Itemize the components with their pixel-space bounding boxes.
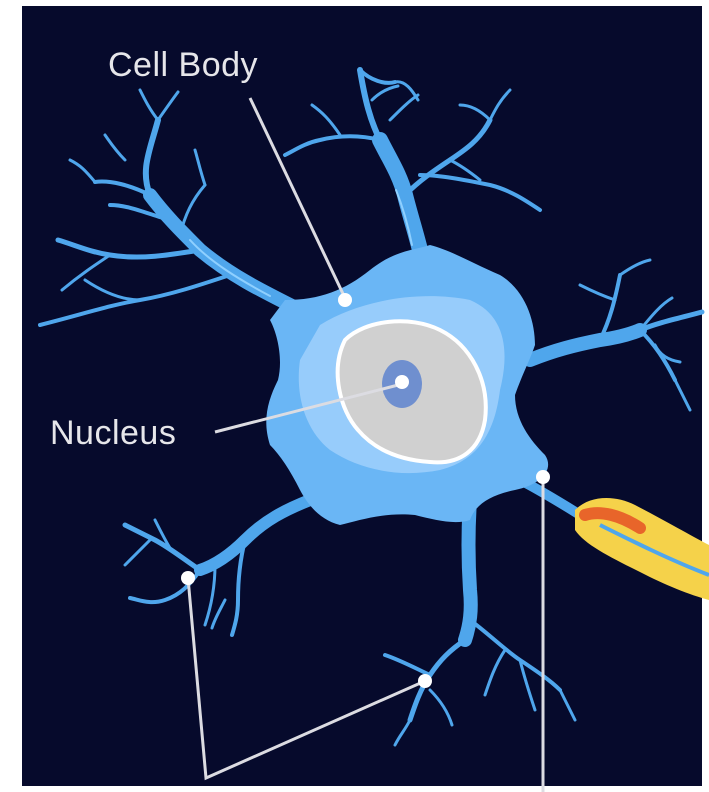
label-cell-body: Cell Body <box>108 46 258 84</box>
label-nucleus: Nucleus <box>50 414 176 452</box>
pointer-dot-dendrite-left <box>181 571 195 585</box>
pointer-dot-axon-hillock <box>536 470 550 484</box>
pointer-dot-nucleus <box>395 375 409 389</box>
pointer-dot-dendrite-bottom <box>418 674 432 688</box>
pointer-dot-cell-body <box>338 293 352 307</box>
